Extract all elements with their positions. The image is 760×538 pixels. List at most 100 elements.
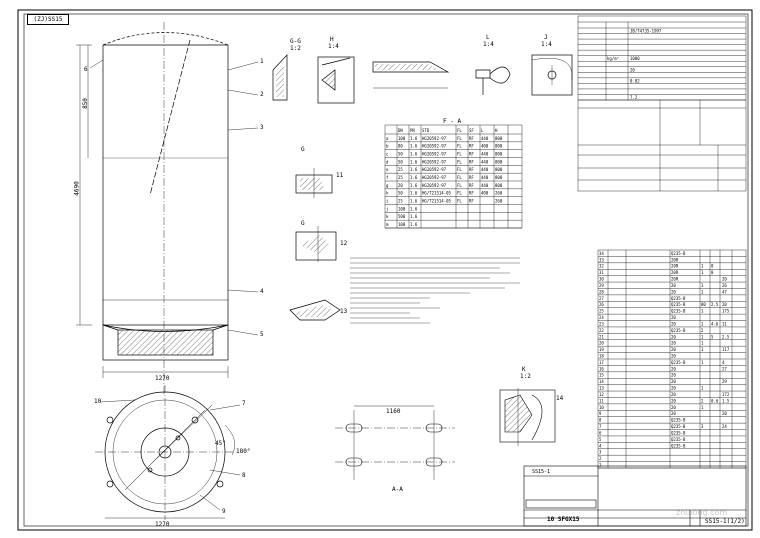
bom-material: Q235-B — [671, 424, 686, 429]
bom-material: 20 — [671, 411, 676, 416]
nozzle-cell: RF — [469, 144, 474, 149]
bom-qty: 1 — [701, 264, 704, 269]
bom-item-no: 20 — [599, 341, 604, 346]
bom-qty: 1 — [701, 289, 704, 294]
nozzle-cell: 50 — [398, 191, 403, 196]
bom-unit-weight: 8 — [711, 264, 714, 269]
nozzle-cell: FL — [457, 167, 462, 172]
bom-unit-weight: 2.5 — [711, 302, 719, 307]
nozzle-cell: 500 — [398, 214, 406, 219]
leader-11: 11 — [336, 172, 344, 179]
nozzle-cell: HG20592-97 — [422, 136, 447, 141]
nozzle-cell: HG20592-97 — [422, 144, 447, 149]
bom-item-no: 17 — [599, 360, 604, 365]
nozzle-cell: RF — [469, 199, 474, 204]
nozzle-cell: HG/T21514-05 — [422, 199, 451, 204]
nozzle-cell: 25 — [398, 175, 403, 180]
angle-dim-a: 45° — [215, 440, 226, 447]
angle-dim-b: 180° — [236, 448, 251, 455]
bom-material: Q235-B — [671, 302, 686, 307]
nozzle-table — [384, 124, 523, 229]
bom-material: 20 — [671, 283, 676, 288]
vessel-elevation — [76, 22, 259, 395]
leader-10: 10 — [94, 398, 102, 405]
bom-item-no: 27 — [599, 296, 604, 301]
bom-material: Q235-B — [671, 309, 686, 314]
bom-total-weight: 11 — [722, 321, 727, 326]
nozzle-cell: RF — [469, 152, 474, 157]
bom-material: Q235-B — [671, 443, 686, 448]
bom-item-no: 26 — [599, 302, 604, 307]
nozzle-cell: HG20592-97 — [422, 159, 447, 164]
leader-7: 7 — [242, 400, 246, 407]
bom-total-weight: 20 — [722, 277, 727, 282]
nozzle-cell: FL — [457, 136, 462, 141]
bom-total-weight: 172 — [722, 392, 730, 397]
nozzle-cell: HG20592-97 — [422, 183, 447, 188]
spec-value: 7.2 — [630, 95, 638, 100]
nozzle-header-cell: FL — [457, 128, 462, 133]
bom-item-no: 9 — [599, 411, 602, 416]
bom-item-no: 6 — [599, 430, 602, 435]
nozzle-cell: HG20592-97 — [422, 175, 447, 180]
bom-item-no: 16 — [599, 366, 604, 371]
detail-h-scale: 1:4 — [328, 43, 339, 50]
nozzle-cell: 80 — [398, 144, 403, 149]
bom-total-weight: 117 — [722, 347, 730, 352]
detail-g-scale: 1:2 — [290, 45, 301, 52]
bom-item-no: 3 — [599, 450, 602, 455]
spec-value: 0.02 — [630, 78, 640, 83]
nozzle-cell: FL — [457, 152, 462, 157]
technical-notes — [350, 257, 520, 324]
anchor-plan-view — [335, 405, 455, 480]
nozzle-cell: RF — [469, 136, 474, 141]
section-g2-label: G — [301, 220, 305, 227]
nozzle-cell: 800 — [495, 167, 503, 172]
bom-qty: 1 — [701, 309, 704, 314]
nozzle-cell: RF — [469, 191, 474, 196]
nozzle-cell: HG20592-97 — [422, 152, 447, 157]
bom-qty: 1 — [701, 334, 704, 339]
leader-4: 4 — [260, 288, 264, 295]
nozzle-cell: i — [386, 199, 389, 204]
nozzle-cell: h — [386, 191, 389, 196]
title-block — [523, 465, 747, 527]
bom-material: Q235-B — [671, 360, 686, 365]
nozzle-cell: d — [386, 159, 389, 164]
nozzle-cell: 50 — [398, 152, 403, 157]
leader-8: 8 — [242, 472, 246, 479]
bom-qty: 1 — [701, 321, 704, 326]
bom-qty: 1 — [701, 270, 704, 275]
bom-material: 20 — [671, 354, 676, 359]
bom-item-no: 15 — [599, 373, 604, 378]
nozzle-cell: FL — [457, 183, 462, 188]
detail-h-label: H — [330, 36, 334, 43]
bom-qty: 1 — [701, 341, 704, 346]
nozzle-cell: 1.6 — [410, 136, 418, 141]
nozzle-cell: 800 — [495, 152, 503, 157]
nozzle-header-cell: PN — [410, 128, 415, 133]
sheet-tag: SS15-1 — [532, 469, 551, 475]
nozzle-cell: 25 — [398, 167, 403, 172]
drawing-title: 10 SFGX15 — [547, 516, 580, 523]
nozzle-cell: 1.6 — [410, 159, 418, 164]
nozzle-cell: 1.6 — [410, 175, 418, 180]
bom-item-no: 30 — [599, 277, 604, 282]
nozzle-cell: 440 — [481, 175, 489, 180]
detail-j-scale: 1:4 — [541, 41, 552, 48]
section-g-label: G — [301, 146, 305, 153]
nozzle-cell: 1.6 — [410, 167, 418, 172]
leader-13: 13 — [340, 308, 348, 315]
nozzle-cell: 50 — [398, 159, 403, 164]
leader-6: 6 — [84, 66, 88, 73]
bom-material: 20R — [671, 277, 679, 282]
height-dim-a: 4690 — [73, 181, 81, 196]
nozzle-cell: 800 — [495, 136, 503, 141]
nozzle-cell: 440 — [481, 159, 489, 164]
bom-material: Q235-B — [671, 430, 686, 435]
bom-material: 20 — [671, 392, 676, 397]
bom-material: 20 — [671, 289, 676, 294]
bom-material: 20R — [671, 270, 679, 275]
nozzle-header-cell: DN — [398, 128, 403, 133]
